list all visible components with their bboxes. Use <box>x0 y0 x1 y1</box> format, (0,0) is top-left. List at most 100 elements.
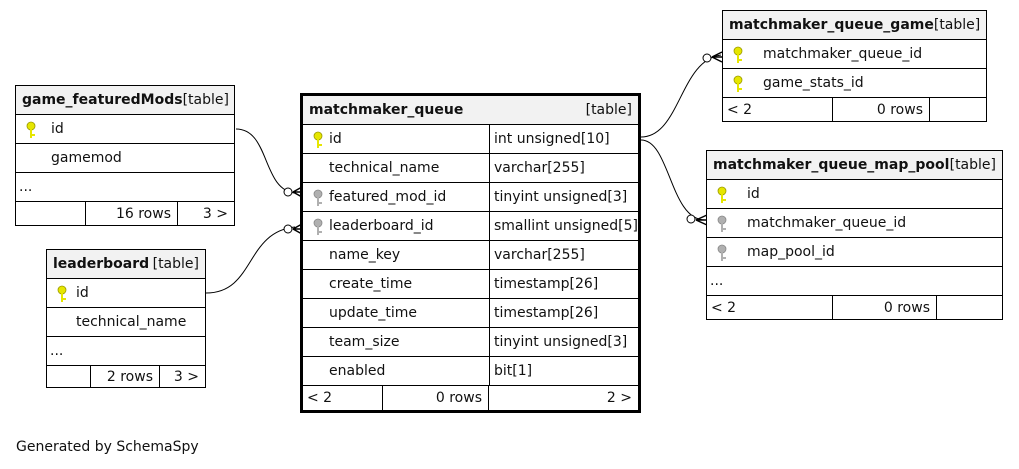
column-name: team_size <box>329 334 400 350</box>
column-row[interactable]: technical_name <box>47 308 205 337</box>
table-type: [table] <box>933 17 981 33</box>
column-row-technical-name[interactable]: technical_name varchar[255] <box>303 154 638 183</box>
table-leaderboard[interactable]: leaderboard [table] id technical_name ..… <box>46 249 206 388</box>
ellipsis: ... <box>19 179 33 195</box>
table-footer: < 2 0 rows 2 > <box>303 386 638 410</box>
connector-end-circle <box>686 214 696 224</box>
column-type: varchar[255] <box>489 154 585 182</box>
footer-children-link[interactable]: 3 > <box>202 205 228 222</box>
column-row[interactable]: game_stats_id <box>723 69 986 98</box>
table-header: game_featuredMods [table] <box>16 86 234 115</box>
column-name: map_pool_id <box>747 244 835 260</box>
column-name: update_time <box>329 305 417 321</box>
column-type: tinyint unsigned[3] <box>489 328 627 356</box>
crowfoot-icon <box>711 51 723 63</box>
table-footer: 2 rows 3 > <box>47 366 205 387</box>
table-name: game_featuredMods <box>22 92 183 108</box>
footer-parents-link[interactable]: < 2 <box>707 296 833 319</box>
primary-key-icon <box>733 46 743 63</box>
foreign-key-icon <box>313 189 323 206</box>
table-footer: < 2 0 rows <box>707 296 1002 319</box>
footer-children-link[interactable]: 2 > <box>606 390 632 406</box>
column-name: create_time <box>329 276 413 292</box>
foreign-key-icon <box>313 218 323 235</box>
column-name: id <box>329 131 342 147</box>
column-row-featured-mod-id[interactable]: featured_mod_id tinyint unsigned[3] <box>303 183 638 212</box>
crowfoot-icon <box>695 214 708 226</box>
ellipsis-row: ... <box>16 173 234 202</box>
connector-featured-mod <box>235 128 296 194</box>
table-header: leaderboard [table] <box>47 250 205 279</box>
column-name: matchmaker_queue_id <box>747 215 907 231</box>
column-name: id <box>747 186 760 202</box>
table-matchmaker-queue[interactable]: matchmaker_queue [table] id int unsigned… <box>300 93 641 413</box>
table-name: matchmaker_queue_game <box>729 17 934 33</box>
ellipsis-row: ... <box>47 337 205 366</box>
column-row[interactable]: id <box>707 180 1002 209</box>
column-type: bit[1] <box>489 357 532 385</box>
column-row-id[interactable]: id int unsigned[10] <box>303 125 638 154</box>
table-type: [table] <box>182 92 229 108</box>
column-name: game_stats_id <box>763 75 864 91</box>
table-header: matchmaker_queue_map_pool [table] <box>707 151 1002 180</box>
table-game-featured-mods[interactable]: game_featuredMods [table] id gamemod ...… <box>15 85 235 226</box>
column-name: technical_name <box>329 160 440 176</box>
column-row[interactable]: matchmaker_queue_id <box>707 209 1002 238</box>
column-row[interactable]: id <box>16 115 234 144</box>
connector-end-circle <box>702 53 712 63</box>
table-matchmaker-queue-game[interactable]: matchmaker_queue_game [table] matchmaker… <box>722 10 987 122</box>
column-type: timestamp[26] <box>489 270 598 298</box>
column-type: tinyint unsigned[3] <box>489 183 627 211</box>
connector-end-circle <box>283 224 293 234</box>
primary-key-icon <box>57 285 67 302</box>
footer-row-count: 0 rows <box>383 386 489 410</box>
ellipsis-row: ... <box>707 267 1002 296</box>
footer-children <box>937 296 1002 319</box>
column-name: gamemod <box>51 150 122 166</box>
foreign-key-icon <box>717 244 727 261</box>
column-row-update-time[interactable]: update_time timestamp[26] <box>303 299 638 328</box>
table-matchmaker-queue-map-pool[interactable]: matchmaker_queue_map_pool [table] id mat… <box>706 150 1003 320</box>
footer-children <box>930 98 986 121</box>
column-row-leaderboard-id[interactable]: leaderboard_id smallint unsigned[5] <box>303 212 638 241</box>
column-type: timestamp[26] <box>489 299 598 327</box>
column-type: varchar[255] <box>489 241 585 269</box>
table-type: [table] <box>949 157 996 173</box>
table-header: matchmaker_queue [table] <box>303 96 638 125</box>
footer-parents-link[interactable]: < 2 <box>303 386 383 410</box>
primary-key-icon <box>26 121 36 138</box>
connector-leaderboard <box>205 226 296 294</box>
table-header: matchmaker_queue_game [table] <box>723 11 986 40</box>
footer-row-count: 0 rows <box>833 296 937 319</box>
column-row[interactable]: matchmaker_queue_id <box>723 40 986 69</box>
footer-parents-link[interactable]: < 2 <box>723 98 833 121</box>
table-footer: < 2 0 rows <box>723 98 986 121</box>
footer-children-link[interactable]: 3 > <box>173 368 199 385</box>
column-row-name-key[interactable]: name_key varchar[255] <box>303 241 638 270</box>
column-name: technical_name <box>76 314 187 330</box>
column-row-create-time[interactable]: create_time timestamp[26] <box>303 270 638 299</box>
column-row[interactable]: gamemod <box>16 144 234 173</box>
table-footer: 16 rows 3 > <box>16 202 234 225</box>
footer-parents <box>16 202 86 225</box>
column-name: featured_mod_id <box>329 189 447 205</box>
connector-end-circle <box>283 187 293 197</box>
table-name: matchmaker_queue_map_pool <box>713 157 950 173</box>
column-type: smallint unsigned[5] <box>489 212 638 240</box>
primary-key-icon <box>313 131 323 148</box>
table-name: leaderboard <box>53 256 150 272</box>
table-type: [table] <box>152 256 199 272</box>
primary-key-icon <box>717 186 727 203</box>
column-name: name_key <box>329 247 401 263</box>
column-row-enabled[interactable]: enabled bit[1] <box>303 357 638 386</box>
column-row-team-size[interactable]: team_size tinyint unsigned[3] <box>303 328 638 357</box>
column-row[interactable]: id <box>47 279 205 308</box>
connector-queue-map-pool <box>640 139 706 221</box>
ellipsis: ... <box>710 273 724 289</box>
table-name: matchmaker_queue <box>309 102 464 118</box>
generated-by-label: Generated by SchemaSpy <box>16 439 199 455</box>
ellipsis: ... <box>50 343 64 359</box>
column-name: id <box>76 285 89 301</box>
column-row[interactable]: map_pool_id <box>707 238 1002 267</box>
